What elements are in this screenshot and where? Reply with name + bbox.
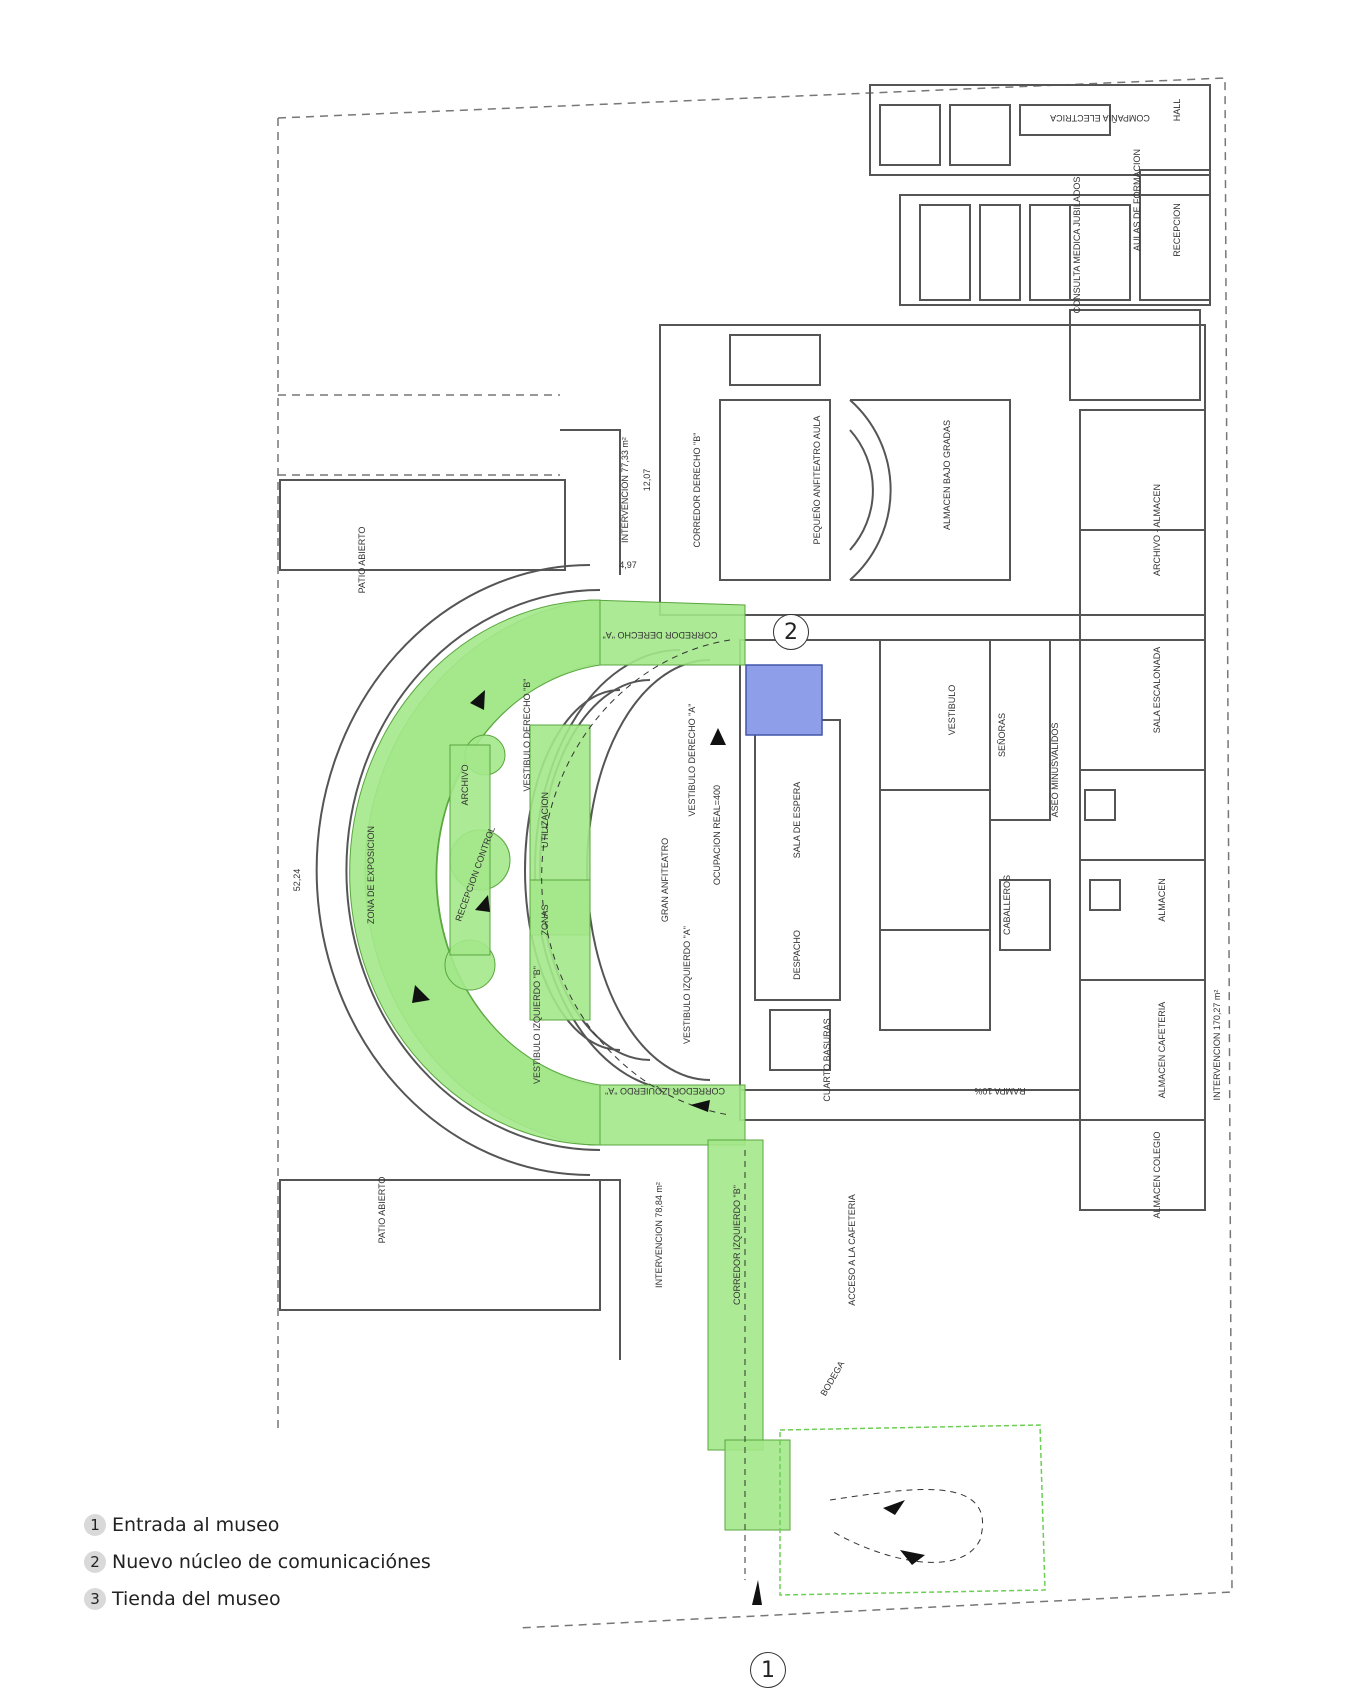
label-despacho: DESPACHO xyxy=(792,930,802,980)
legend-item: 1 Entrada al museo xyxy=(84,1506,431,1543)
label-vestibulo-derecho-b: VESTIBULO DERECHO "B" xyxy=(522,679,532,792)
label-patio-bottom: PATIO ABIERTO xyxy=(377,1177,387,1244)
label-gran-anfiteatro: GRAN ANFITEATRO xyxy=(660,838,670,922)
legend-item: 2 Nuevo núcleo de comunicaciónes xyxy=(84,1543,431,1580)
legend: 1 Entrada al museo 2 Nuevo núcleo de com… xyxy=(84,1506,431,1617)
label-hall: HALL xyxy=(1172,99,1182,122)
label-consulta-medica: CONSULTA MEDICA JUBILADOS xyxy=(1072,177,1082,314)
exhibition-route xyxy=(349,599,791,1531)
label-aulas-formacion: AULAS DE FORMACION xyxy=(1132,149,1142,251)
label-corredor-izquierdo-a: CORREDOR IZQUIERDO "A" xyxy=(605,1086,725,1096)
label-sala-espera: SALA DE ESPERA xyxy=(792,782,802,859)
label-vestibulo-izquierdo-b: VESTIBULO IZQUIERDO "B" xyxy=(532,966,542,1084)
label-pequeno-anfiteatro: PEQUEÑO ANFITEATRO AULA xyxy=(812,416,822,545)
legend-text: Entrada al museo xyxy=(112,1513,280,1536)
label-vestibulo-izquierdo-a: VESTIBULO IZQUIERDO "A" xyxy=(682,926,692,1044)
route-arrows xyxy=(412,690,925,1605)
cafe-outline xyxy=(779,1424,1046,1596)
label-archivo-almacen: ARCHIVO - ALMACEN xyxy=(1152,484,1162,576)
label-corredor-derecho-b: CORREDOR DERECHO "B" xyxy=(692,433,702,548)
label-intervencion-2: INTERVENCION 78,84 m² xyxy=(654,1182,664,1288)
label-patio-top: PATIO ABIERTO xyxy=(357,527,367,594)
label-zona-exposicion: ZONA DE EXPOSICION xyxy=(366,826,376,924)
legend-text: Nuevo núcleo de comunicaciónes xyxy=(112,1550,431,1573)
label-aseo-minusvalidos: ASEO MINUSVALIDOS xyxy=(1050,723,1060,818)
label-intervencion-1: INTERVENCION 77,33 m² xyxy=(620,437,630,543)
label-compania-electrica: COMPAÑIA ELECTRICA xyxy=(1050,113,1150,123)
label-dim-52: 52,24 xyxy=(292,869,302,892)
label-dim-1207: 12,07 xyxy=(642,469,652,492)
auditorium-walls xyxy=(279,429,711,1360)
label-rampa: RAMPA 10% xyxy=(974,1086,1025,1096)
central-block xyxy=(739,639,1121,1121)
legend-badge: 3 xyxy=(84,1587,106,1610)
label-corredor-izquierdo-b: CORREDOR IZQUIERDO "B" xyxy=(732,1185,742,1305)
north-wing xyxy=(869,84,1211,306)
label-intervencion-3: INTERVENCION 170,27 m² xyxy=(1212,990,1222,1101)
marker-entrance: 1 xyxy=(750,1652,786,1688)
label-almacen-colegio: ALMACEN COLEGIO xyxy=(1152,1131,1162,1218)
label-acceso-cafeteria: ACCESO A LA CAFETERIA xyxy=(847,1194,857,1306)
label-vestibulo-derecho-a: VESTIBULO DERECHO "A" xyxy=(687,704,697,817)
label-vestibulo: VESTIBULO xyxy=(947,685,957,736)
label-senoras: SEÑORAS xyxy=(997,713,1007,757)
label-zonas: ZONAS xyxy=(540,904,550,935)
label-utilizacion: UTILIZACION xyxy=(540,792,550,848)
label-almacen-gradas: ALMACEN BAJO GRADAS xyxy=(942,420,952,530)
legend-item: 3 Tienda del museo xyxy=(84,1580,431,1617)
legend-text: Tienda del museo xyxy=(112,1587,281,1610)
legend-badge: 1 xyxy=(84,1513,106,1536)
legend-badge: 2 xyxy=(84,1550,106,1573)
label-caballeros: CABALLEROS xyxy=(1002,875,1012,935)
label-recepcion: RECEPCION xyxy=(1172,203,1182,257)
label-almacen: ALMACEN xyxy=(1157,878,1167,922)
east-wing xyxy=(659,309,1206,1211)
label-dim-497: 4,97 xyxy=(619,560,637,570)
site-boundary xyxy=(277,77,1233,1629)
label-corredor-derecho-a: CORREDOR DERECHO "A" xyxy=(603,630,718,640)
label-cuarto-basuras: CUARTO BASURAS xyxy=(822,1018,832,1101)
label-almacen-cafeteria: ALMACEN CAFETERIA xyxy=(1157,1002,1167,1099)
communication-core xyxy=(745,664,823,736)
label-ocupacion: OCUPACION REAL=400 xyxy=(712,785,722,885)
label-archivo: ARCHIVO xyxy=(460,764,470,805)
label-bodega: BODEGA xyxy=(818,1359,846,1397)
label-sala-escalonada: SALA ESCALONADA xyxy=(1152,647,1162,734)
marker-core: 2 xyxy=(773,614,809,650)
route-path xyxy=(541,639,983,1580)
